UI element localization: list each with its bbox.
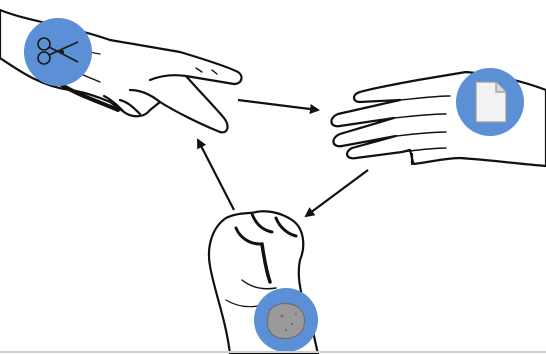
paper-icon (476, 82, 506, 122)
arrow-paper-to-rock (306, 170, 368, 216)
arrow-rock-to-scissors (198, 140, 234, 210)
rock-icon (268, 304, 305, 339)
scissors-badge (24, 18, 92, 86)
paper-badge (456, 68, 524, 136)
rock-badge (254, 288, 318, 352)
arrow-scissors-to-paper (238, 100, 318, 110)
